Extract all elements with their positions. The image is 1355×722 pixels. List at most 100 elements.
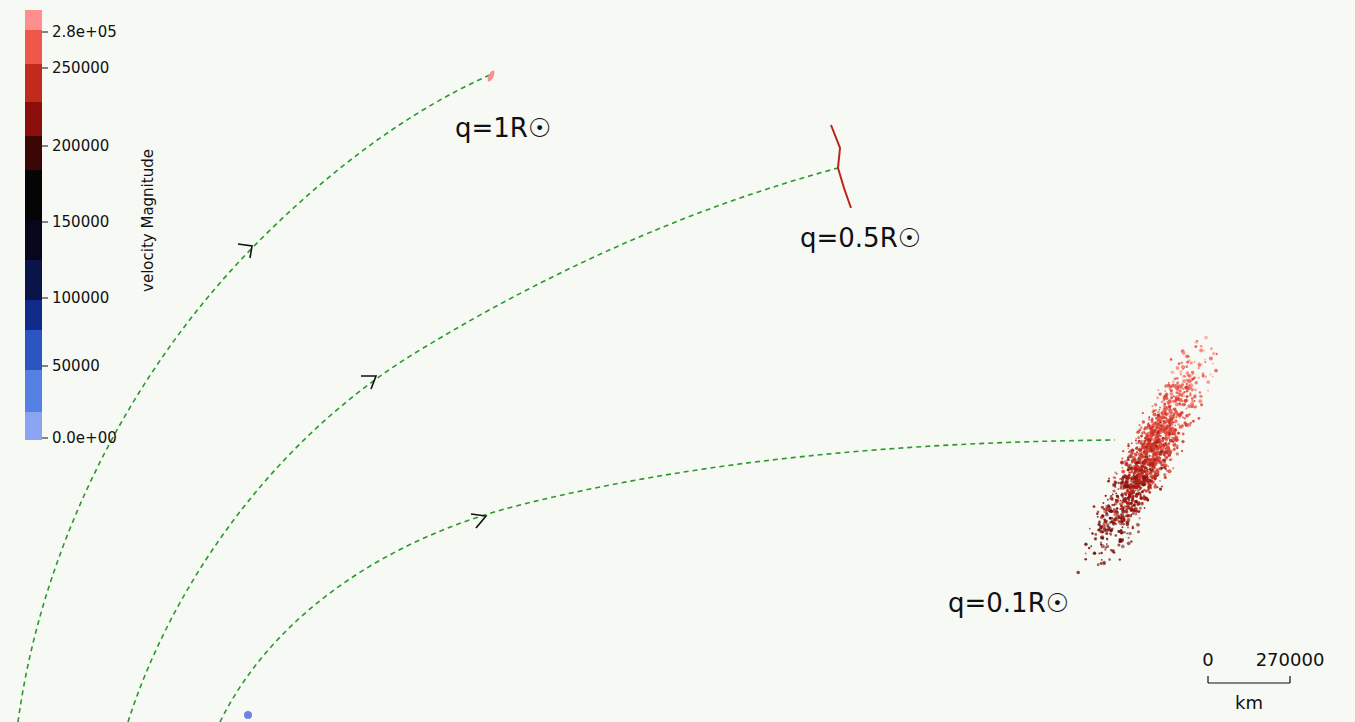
particle	[1135, 494, 1138, 497]
particle	[1161, 413, 1164, 416]
particle	[1212, 363, 1214, 365]
tick-label: 250000	[52, 61, 109, 76]
particle	[1131, 471, 1134, 474]
particle	[1175, 416, 1177, 418]
particle	[1199, 391, 1201, 393]
particle	[1127, 469, 1129, 471]
particle	[1183, 391, 1185, 393]
particle	[1138, 440, 1140, 442]
orbit-label: q=1R☉	[455, 115, 551, 141]
particle	[1128, 493, 1131, 496]
particle	[1177, 432, 1179, 434]
particle	[1159, 392, 1162, 395]
particle	[1140, 426, 1143, 429]
particle	[1125, 494, 1128, 497]
particle	[1135, 440, 1137, 442]
particle	[1169, 388, 1171, 390]
particle	[1209, 373, 1211, 375]
particle	[1156, 453, 1158, 455]
particle	[1212, 376, 1214, 378]
particle	[1126, 483, 1128, 485]
particle	[1165, 409, 1167, 411]
particle	[1166, 446, 1170, 450]
particle	[1169, 418, 1172, 421]
particle	[1168, 382, 1170, 384]
particle	[1127, 481, 1129, 483]
particle	[1154, 463, 1157, 466]
debris-q1	[486, 70, 496, 83]
particle	[1184, 375, 1186, 377]
particle	[1109, 496, 1113, 500]
particle	[1210, 347, 1213, 350]
particle	[1120, 500, 1122, 502]
particle	[1121, 492, 1124, 495]
particle	[1115, 493, 1117, 495]
particle	[1192, 420, 1195, 423]
particle	[1179, 399, 1182, 402]
particle	[1187, 404, 1191, 408]
particle	[1190, 386, 1192, 388]
particle	[1177, 432, 1180, 435]
particle	[1116, 495, 1119, 498]
particle	[1140, 469, 1143, 472]
particle	[1094, 533, 1097, 536]
particle	[1124, 509, 1128, 513]
particle	[1141, 432, 1144, 435]
particle	[1128, 532, 1132, 536]
particle	[1191, 371, 1194, 374]
particle	[1195, 381, 1198, 384]
particle	[1144, 430, 1146, 432]
particle	[1140, 454, 1143, 457]
particle	[1182, 351, 1186, 355]
particle	[1188, 355, 1190, 357]
particle	[1164, 447, 1166, 449]
particle	[1209, 356, 1213, 360]
particle	[1127, 498, 1130, 501]
particle	[1109, 517, 1112, 520]
particle	[1200, 395, 1203, 398]
particle	[1156, 397, 1159, 400]
particle	[1136, 446, 1138, 448]
particle	[1131, 461, 1133, 463]
particle	[1161, 486, 1163, 488]
particle	[1166, 446, 1169, 449]
particle	[1185, 354, 1189, 358]
particle	[1182, 403, 1186, 407]
particle	[1183, 399, 1187, 403]
particle	[1109, 532, 1112, 535]
particle	[1138, 509, 1141, 512]
orbit-path	[18, 75, 1115, 722]
particle	[1085, 552, 1087, 554]
particle	[1175, 411, 1178, 414]
particle	[1148, 455, 1150, 457]
particle	[1137, 502, 1141, 506]
particle	[1126, 484, 1130, 488]
particle	[1181, 365, 1185, 369]
particle	[1214, 369, 1218, 373]
particle	[1172, 441, 1174, 443]
particle	[1135, 509, 1138, 512]
particle	[1156, 426, 1159, 429]
particle	[1134, 489, 1136, 491]
particle	[1175, 403, 1179, 407]
particle	[1108, 527, 1110, 529]
particle	[1194, 400, 1196, 402]
particle	[1173, 431, 1177, 435]
particle	[1139, 507, 1142, 510]
particle	[1090, 545, 1092, 547]
particle	[1160, 421, 1162, 423]
particle	[1150, 449, 1153, 452]
particle	[1155, 437, 1157, 439]
particle	[1173, 408, 1175, 410]
particle	[1076, 571, 1080, 575]
particle	[1121, 470, 1125, 474]
particle	[1127, 541, 1131, 545]
particle	[1216, 353, 1218, 355]
particle	[1153, 409, 1156, 412]
particle	[1153, 458, 1156, 461]
particle	[1118, 516, 1120, 518]
particle	[1160, 464, 1162, 466]
particle	[1112, 489, 1115, 492]
particle	[1122, 502, 1124, 504]
particle	[1127, 476, 1131, 480]
